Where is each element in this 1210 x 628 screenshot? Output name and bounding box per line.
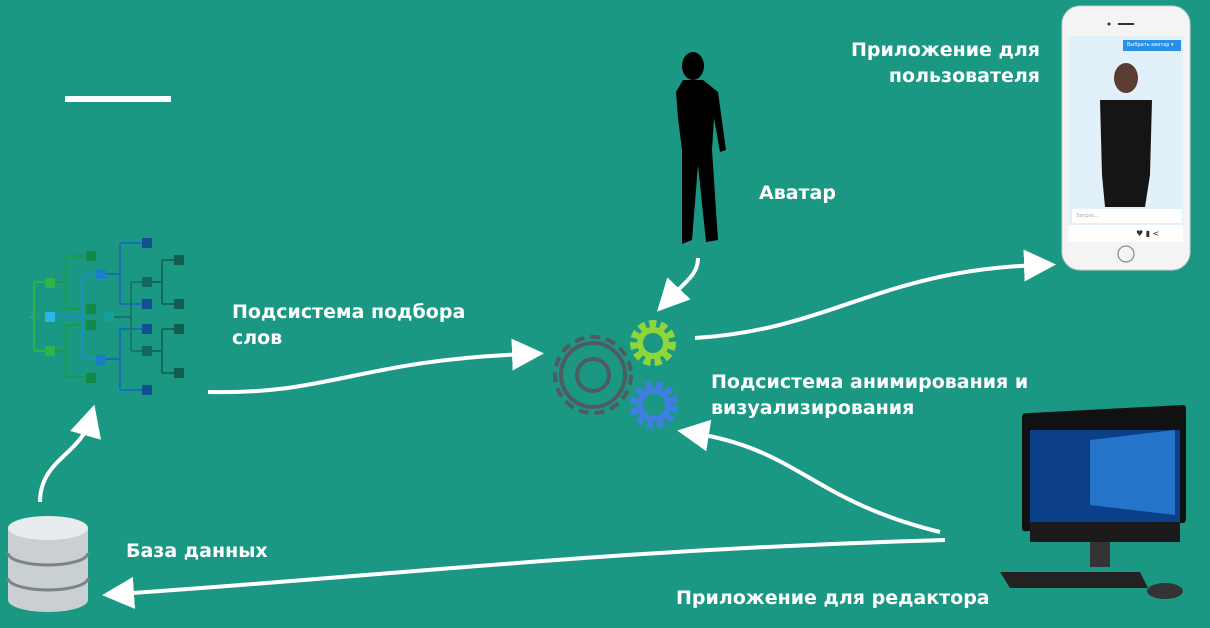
select-avatar-label: Выбрать аватар (1127, 42, 1170, 48)
tree-nodes (45, 238, 184, 395)
svg-text:♥ ▮ <: ♥ ▮ < (1136, 229, 1159, 238)
arrow-avatar-to-gears (657, 257, 700, 312)
title-underline (65, 96, 171, 102)
editor-computer-icon (1000, 404, 1186, 599)
arrow-tree-to-gears (207, 338, 544, 395)
flow-arrows (38, 249, 1056, 609)
select-avatar-dropdown[interactable]: Выбрать аватар ▾ (1123, 40, 1181, 51)
label-user-app: Приложение для пользователя (851, 39, 1040, 87)
arrow-gears-to-phone (694, 249, 1056, 340)
label-editor-app: Приложение для редактора (676, 587, 990, 609)
arrow-editor-to-db (102, 538, 946, 609)
label-database: База данных (126, 540, 268, 562)
label-avatar: Аватар (759, 182, 836, 204)
user-phone-icon: ♥ ▮ < (1061, 5, 1191, 271)
label-animation: Подсистема анимирования и визуализирован… (711, 371, 1029, 419)
database-icon (6, 516, 90, 612)
gears-icon (553, 320, 678, 429)
avatar-silhouette-icon (676, 52, 726, 244)
arrow-db-to-tree (38, 404, 101, 503)
word-tree-icon (30, 242, 175, 391)
label-word-selection: Подсистема подбора слов (232, 301, 466, 349)
query-input[interactable]: Запрос... (1072, 209, 1182, 223)
arrow-editor-to-gears (677, 419, 941, 534)
